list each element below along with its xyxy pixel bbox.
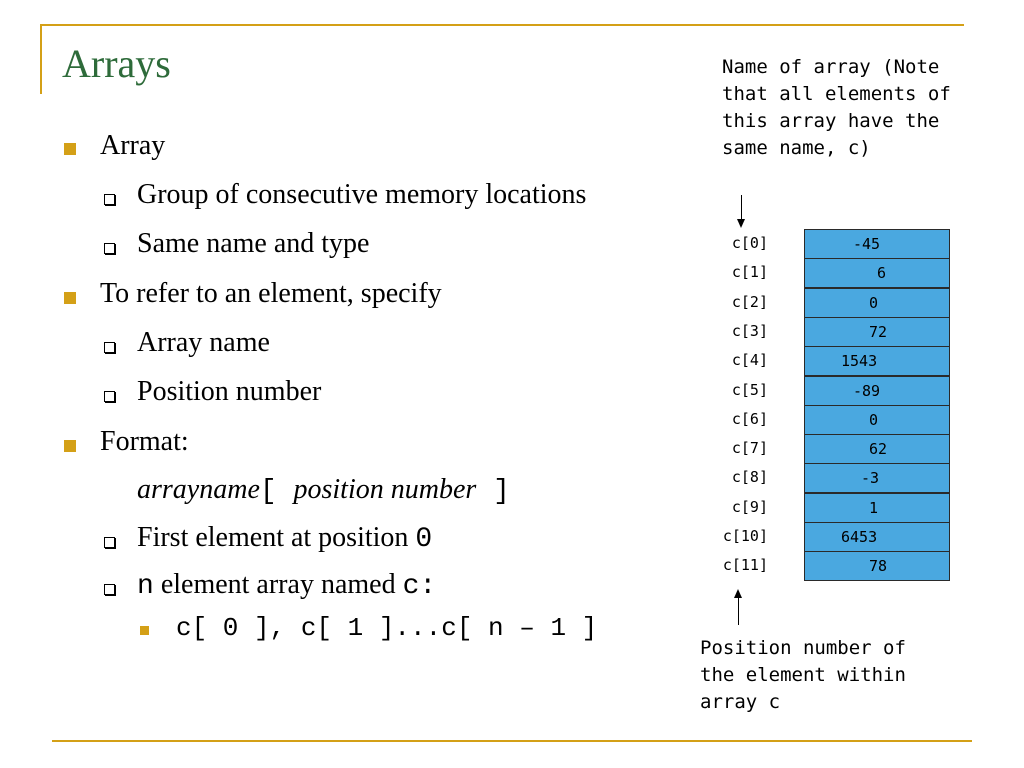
array-cell-value: 0 <box>869 293 879 312</box>
format-position: position number <box>293 474 477 505</box>
array-cell-value: 0 <box>869 410 879 429</box>
array-row: c[3] 72 <box>700 316 950 347</box>
array-cell: -3 <box>804 463 950 494</box>
array-cell: 6 <box>804 258 950 289</box>
array-cell: 0 <box>804 404 950 435</box>
array-index-label: c[7] <box>731 439 768 458</box>
array-index-label: c[6] <box>731 409 768 428</box>
c-code: c: <box>402 571 437 602</box>
array-row: c[7] 62 <box>700 434 950 465</box>
sub-bullet-marker <box>104 243 115 254</box>
array-cell-value: 62 <box>869 440 888 459</box>
sub-bullet-marker <box>104 342 115 353</box>
array-cell: 1543 <box>804 346 950 377</box>
array-cell: 1 <box>804 492 950 523</box>
array-index-label: c[9] <box>731 497 768 516</box>
array-cell-value: -45 <box>853 235 881 253</box>
array-cell: 62 <box>804 434 950 465</box>
array-cell: 72 <box>804 316 950 347</box>
n-element-line: n element array named c: <box>137 569 436 602</box>
array-row: c[2] 0 <box>700 287 950 318</box>
array-index-label: c[3] <box>731 321 768 340</box>
position-number-note: Position number of the element within ar… <box>700 637 906 713</box>
sub-sub-bullet-marker <box>140 626 149 635</box>
bullet-marker <box>64 440 76 452</box>
sub-bullet-marker <box>104 537 115 548</box>
array-cell: 78 <box>804 551 950 582</box>
array-index-label: c[8] <box>731 468 768 487</box>
bullet-text: Format: <box>100 426 189 457</box>
array-cell: 6453 <box>804 522 950 552</box>
bottom-rule <box>52 740 972 742</box>
first-element-line: First element at position 0 <box>137 522 432 555</box>
format-open-bracket: [ <box>259 476 294 507</box>
array-row: c[11] 78 <box>700 551 950 582</box>
array-row: c[5] -89 <box>700 375 950 406</box>
array-cell-value: 6 <box>877 264 887 283</box>
sub-bullet-marker <box>104 391 115 402</box>
first-element-text: First element at position <box>137 522 416 553</box>
array-row: c[8] -3 <box>700 463 950 494</box>
bullet-marker <box>64 292 76 304</box>
array-cell-value: 1543 <box>841 352 878 371</box>
n-code: n <box>137 571 154 602</box>
array-cell-value: 6453 <box>841 528 878 546</box>
arrow-up-icon <box>734 589 742 598</box>
arrow-down-shaft <box>741 195 742 219</box>
sub-bullet-marker <box>104 194 115 205</box>
array-index-label: c[0] <box>731 234 768 252</box>
format-arrayname: arrayname <box>137 474 260 505</box>
array-cell: -89 <box>804 375 950 406</box>
slide-title: Arrays <box>62 41 171 86</box>
format-close-bracket: ] <box>476 476 510 507</box>
bullet-text: To refer to an element, specify <box>100 278 442 309</box>
array-cell-value: 72 <box>869 322 888 341</box>
array-cell: 0 <box>804 287 950 318</box>
first-element-code: 0 <box>415 524 433 555</box>
array-cell: -45 <box>804 229 950 259</box>
bullet-text: Position number <box>137 376 322 407</box>
array-row: c[10] 6453 <box>700 522 950 552</box>
arrow-down-icon <box>737 219 745 228</box>
element-range-text: c[ 0 ], c[ 1 ]...c[ n – 1 ] <box>176 613 598 643</box>
array-index-label: c[11] <box>722 556 768 575</box>
array-cell-value: -89 <box>853 381 881 400</box>
array-index-label: c[5] <box>731 380 768 399</box>
array-name-note: Name of array (Note that all elements of… <box>722 56 951 159</box>
sub-bullet-marker <box>104 584 115 595</box>
top-rule <box>40 24 964 26</box>
left-rule <box>40 24 42 94</box>
bullet-text: Group of consecutive memory locations <box>137 179 587 210</box>
array-index-label: c[2] <box>731 292 768 311</box>
bullet-text: Same name and type <box>137 228 370 259</box>
array-index-label: c[10] <box>722 527 768 545</box>
array-index-label: c[1] <box>731 263 768 282</box>
format-line: arrayname[ position number ] <box>137 474 510 507</box>
array-cell-value: -3 <box>861 469 880 488</box>
bullet-marker <box>64 143 76 155</box>
array-cell-value: 78 <box>869 557 888 576</box>
bullet-text: Array name <box>137 327 270 358</box>
array-cell-value: 1 <box>869 498 879 517</box>
array-index-label: c[4] <box>731 351 768 370</box>
arrow-up-shaft <box>738 598 739 625</box>
array-row: c[0] -45 <box>700 229 950 259</box>
n-element-text: element array named <box>153 569 403 600</box>
array-row: c[4] 1543 <box>700 346 950 377</box>
array-row: c[1] 6 <box>700 258 950 289</box>
array-row: c[9] 1 <box>700 492 950 523</box>
array-row: c[6] 0 <box>700 404 950 435</box>
bullet-text: Array <box>100 130 166 161</box>
